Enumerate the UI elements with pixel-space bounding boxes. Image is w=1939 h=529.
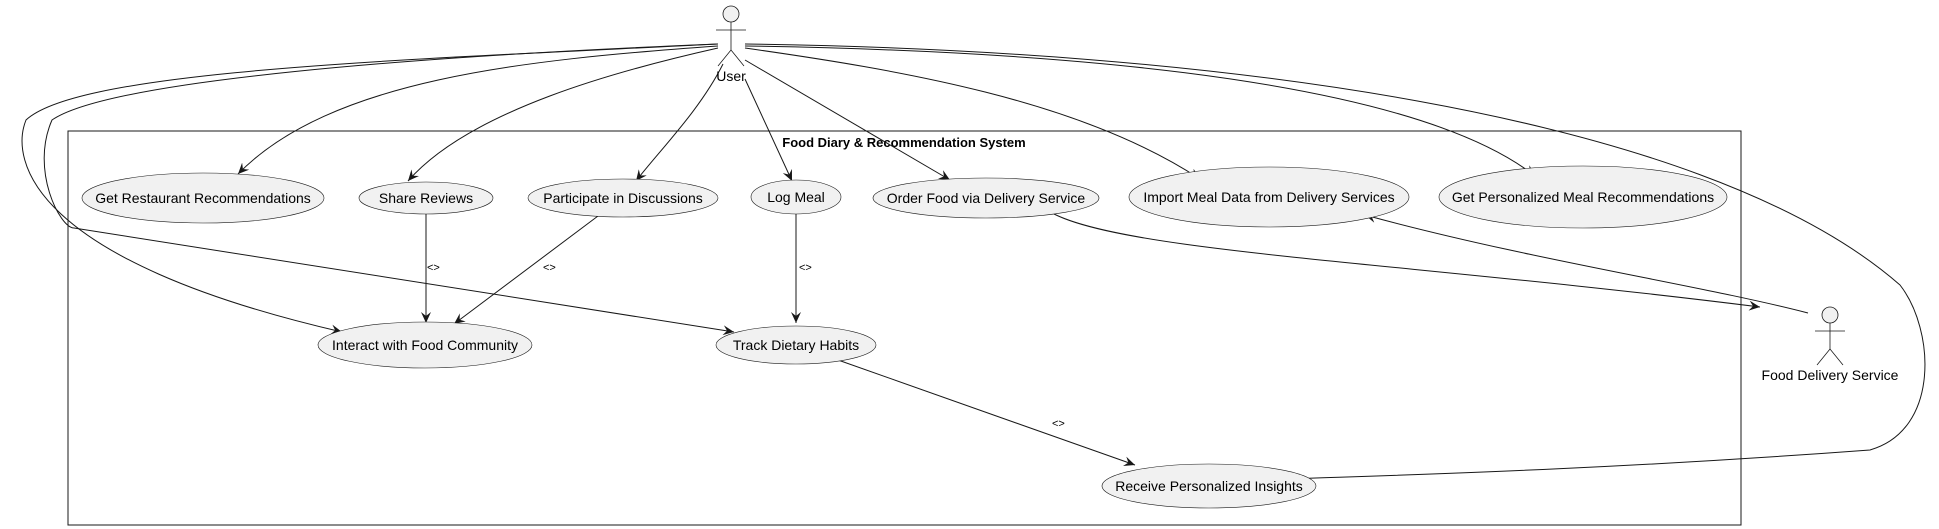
use-case-label: Get Personalized Meal Recommendations: [1452, 189, 1714, 205]
edge-discussions-include: [453, 215, 599, 325]
actor-head: [722, 5, 740, 23]
use-case-ellipse: [81, 172, 325, 224]
use-case-interact-with-food-community: Interact with Food Community: [317, 321, 533, 369]
edge-track-include: [837, 359, 1136, 467]
edge-delivery-import-meal-data: [1364, 213, 1809, 314]
use-case-ellipse: [527, 178, 719, 218]
use-case-track-dietary-habits: Track Dietary Habits: [715, 325, 877, 365]
actor-leg-left: [717, 49, 732, 67]
use-case-import-meal-data: Import Meal Data from Delivery Services: [1128, 166, 1410, 228]
actor-label: User: [716, 68, 746, 84]
include-label-discussions: <>: [543, 262, 556, 274]
use-case-label: Track Dietary Habits: [733, 337, 859, 353]
edge-user-share-reviews: [407, 47, 719, 182]
edge-user-participate-discussions: [635, 63, 724, 182]
edge-order-food-delivery: [1053, 213, 1761, 311]
use-case-label: Interact with Food Community: [332, 337, 518, 353]
use-case-ellipse: [715, 325, 877, 365]
use-case-ellipse: [872, 177, 1100, 219]
actor-leg-left: [1816, 348, 1831, 366]
use-case-ellipse: [1128, 166, 1410, 228]
use-case-label: Order Food via Delivery Service: [887, 190, 1086, 206]
use-case-order-food-via-delivery-service: Order Food via Delivery Service: [872, 177, 1100, 219]
use-case-label: Log Meal: [767, 189, 825, 205]
use-case-ellipse: [358, 181, 494, 215]
edge-user-get-restaurant-recs: [237, 45, 719, 175]
edge-user-track-dietary: [43, 43, 735, 336]
actor-head: [1821, 306, 1839, 324]
use-case-label: Get Restaurant Recommendations: [95, 190, 311, 206]
edge-user-personalized-meal-recs: [744, 45, 1536, 177]
actor-label: Food Delivery Service: [1762, 367, 1899, 383]
edge-user-interact-community: [21, 43, 719, 335]
use-case-ellipse: [750, 179, 842, 215]
system-boundary-box: [67, 130, 1742, 526]
include-labels: <> <> <> <>: [427, 262, 1065, 430]
use-case-log-meal: Log Meal: [750, 179, 842, 215]
use-case-get-personalized-meal-recommendations: Get Personalized Meal Recommendations: [1438, 165, 1728, 229]
actor-food-delivery-service: Food Delivery Service: [1762, 306, 1899, 383]
use-case-share-reviews: Share Reviews: [358, 181, 494, 215]
use-case-receive-personalized-insights: Receive Personalized Insights: [1101, 463, 1317, 509]
use-case-get-restaurant-recommendations: Get Restaurant Recommendations: [81, 172, 325, 224]
include-label-track: <>: [1052, 418, 1065, 430]
use-case-ellipse: [1101, 463, 1317, 509]
use-case-label: Receive Personalized Insights: [1115, 478, 1303, 494]
edge-user-log-meal: [744, 78, 793, 182]
use-case-ellipse: [317, 321, 533, 369]
use-case-label: Share Reviews: [379, 190, 473, 206]
use-case-label: Import Meal Data from Delivery Services: [1143, 189, 1394, 205]
include-label-log-meal: <>: [799, 262, 812, 274]
actor-leg-right: [730, 49, 745, 67]
system-boundary: Food Diary & Recommendation System: [67, 130, 1742, 526]
edge-user-import-meal-data: [744, 47, 1201, 180]
use-case-label: Participate in Discussions: [543, 190, 703, 206]
edge-user-receive-insights: [744, 43, 1926, 484]
include-label-reviews: <>: [427, 262, 440, 274]
edge-user-order-food: [744, 59, 951, 181]
use-case-ellipse: [1438, 165, 1728, 229]
actor-user: User: [716, 5, 746, 84]
associations: [21, 43, 1926, 484]
use-case-participate-in-discussions: Participate in Discussions: [527, 178, 719, 218]
actor-leg-right: [1829, 348, 1844, 366]
system-title: Food Diary & Recommendation System: [782, 135, 1025, 150]
